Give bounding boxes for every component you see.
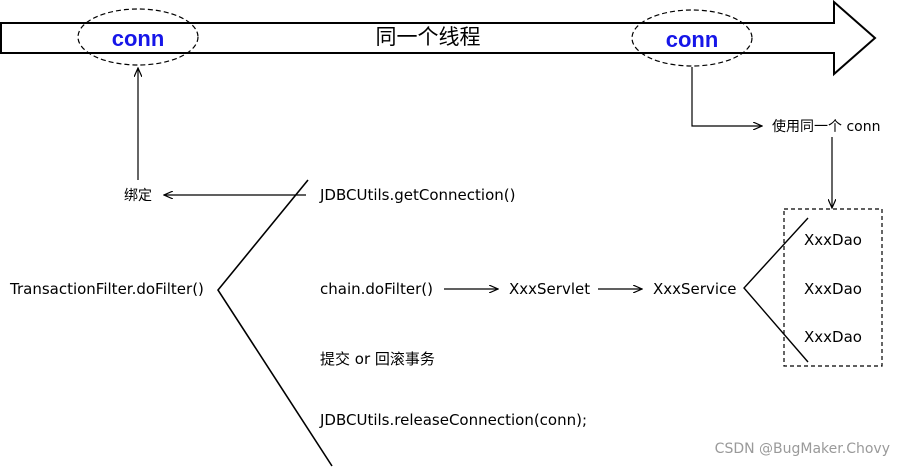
servlet-label: XxxServlet — [509, 280, 590, 298]
watermark: CSDN @BugMaker.Chovy — [715, 441, 890, 457]
conn-right-label: conn — [666, 27, 719, 52]
thread-arrow — [0, 0, 877, 77]
filter-bracket — [217, 179, 333, 467]
get-connection-label: JDBCUtils.getConnection() — [319, 186, 515, 204]
service-dao-bracket — [743, 217, 809, 363]
filter-label: TransactionFilter.doFilter() — [9, 280, 204, 298]
bind-label: 绑定 — [124, 188, 152, 204]
conn-right-ellipse — [631, 9, 753, 67]
chain-label: chain.doFilter() — [320, 280, 433, 298]
service-label: XxxService — [653, 280, 736, 298]
release-label: JDBCUtils.releaseConnection(conn); — [319, 411, 587, 429]
dao-label-3: XxxDao — [804, 328, 862, 346]
dao-label-2: XxxDao — [804, 280, 862, 298]
commit-label: 提交 or 回滚事务 — [320, 350, 435, 368]
conn-left-label: conn — [112, 26, 165, 51]
use-same-conn-label: 使用同一个 conn — [772, 118, 880, 135]
dao-box — [783, 208, 883, 367]
conn-left-ellipse — [77, 8, 199, 66]
thread-label: 同一个线程 — [376, 25, 481, 49]
dao-label-1: XxxDao — [804, 231, 862, 249]
use-conn-connector — [691, 67, 762, 126]
